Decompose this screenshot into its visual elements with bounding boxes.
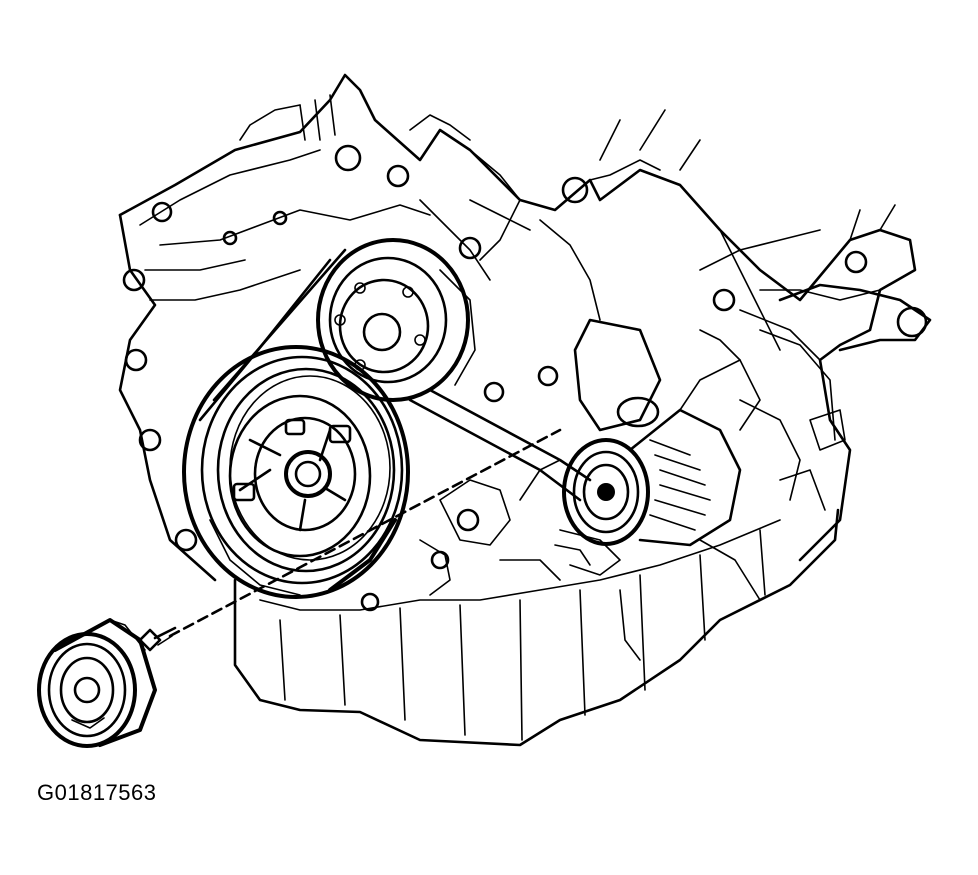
central-details — [360, 459, 561, 612]
crankshaft-balancer — [182, 345, 410, 599]
oil-pan — [233, 508, 840, 747]
exploded-view-line — [168, 428, 562, 638]
idler-pulley-bolt — [138, 626, 177, 652]
right-side-brackets — [699, 229, 932, 511]
idler-pulley — [37, 618, 157, 748]
water-pump-pulley — [316, 238, 476, 402]
figure-code: G01817563 — [37, 780, 157, 805]
generator — [554, 318, 761, 576]
timing-cover — [118, 73, 928, 582]
